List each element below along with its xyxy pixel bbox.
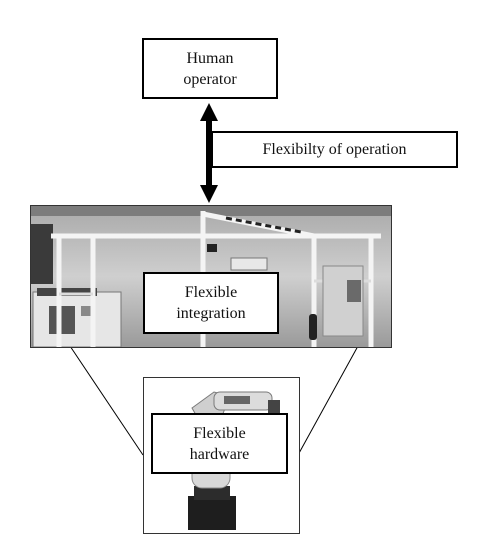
human-operator-box: Human operator — [142, 38, 278, 99]
human-operator-label: Human operator — [183, 49, 237, 88]
link-line-right — [297, 345, 359, 456]
flexible-hardware-label: Flexible hardware — [189, 424, 250, 463]
flexibility-of-operation-box: Flexibilty of operation — [211, 131, 458, 168]
flexibility-of-operation-label: Flexibilty of operation — [262, 141, 407, 158]
bidirectional-arrow — [200, 103, 218, 203]
flexible-integration-label: Flexible integration — [176, 284, 246, 322]
flexible-hardware-box: Flexible hardware — [151, 413, 288, 474]
link-line-left — [69, 345, 144, 456]
flexible-integration-box: Flexible integration — [143, 272, 279, 334]
